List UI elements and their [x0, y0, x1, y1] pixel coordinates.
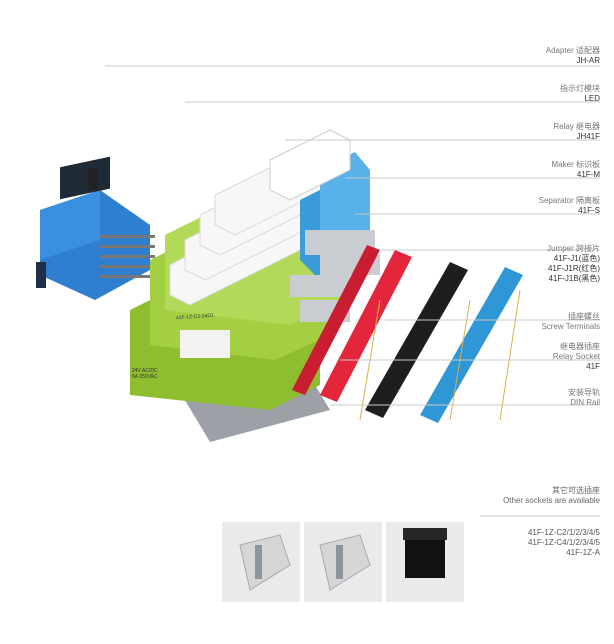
- label-maker-model: 41F-M: [576, 170, 600, 179]
- socket-rating: 24V AC/DC 6A 250VAC: [132, 368, 158, 380]
- adapter-illustration: [36, 156, 155, 300]
- label-separator-name: Separator 隔离板: [538, 196, 600, 205]
- label-maker-name: Maker 标识板: [551, 160, 600, 169]
- label-relay-socket: 继电器插座 Relay Socket 41F: [553, 342, 600, 372]
- label-relay: Relay 继电器 JH41F: [553, 122, 600, 142]
- label-led: 指示灯模块 LED: [560, 84, 600, 104]
- label-relay-socket-model: 41F: [586, 362, 600, 371]
- label-relay-model: JH41F: [576, 132, 600, 141]
- other-sockets-en: Other sockets are available: [503, 496, 600, 505]
- leader-lines: [105, 65, 600, 517]
- socket-rating-voltage: 24V AC/DC: [132, 368, 158, 374]
- label-din-rail: 安装导轨 DIN Rail: [568, 388, 600, 408]
- label-separator: Separator 隔离板 41F-S: [539, 196, 600, 216]
- other-socket-model-2: 41F-1Z-C4/1/2/3/4/5: [527, 538, 600, 547]
- other-socket-model-3: 41F-1Z-A: [566, 548, 600, 557]
- label-screw-terminals: 插座螺丝 Screw Terminals: [541, 312, 600, 332]
- other-socket-model-1: 41F-1Z-C2/1/2/3/4/5: [527, 528, 600, 537]
- label-din-rail-cn: 安装导轨: [568, 388, 600, 397]
- label-led-model: LED: [584, 94, 600, 103]
- label-relay-socket-cn: 继电器插座: [560, 342, 600, 351]
- other-sockets-cn: 其它可选插座: [552, 486, 600, 495]
- jumpers-illustration: [292, 245, 523, 423]
- label-jumper-model-black: 41F-J1B(黑色): [548, 274, 600, 283]
- label-maker: Maker 标识板 41F-M: [552, 160, 600, 180]
- label-relay-socket-en: Relay Socket: [552, 352, 600, 361]
- label-adapter-name: Adapter 适配器: [545, 46, 600, 55]
- other-sockets-note: 其它可选插座 Other sockets are available: [503, 486, 600, 506]
- label-led-name: 指示灯模块: [560, 84, 600, 93]
- label-relay-name: Relay 继电器: [553, 122, 600, 131]
- label-separator-model: 41F-S: [578, 206, 600, 215]
- label-jumper: Jumper 跨接片 41F-J1(蓝色) 41F-J1R(红色) 41F-J1…: [547, 244, 600, 284]
- label-adapter-model: JH-AR: [576, 56, 600, 65]
- label-jumper-name: Jumper 跨接片: [547, 244, 600, 253]
- label-jumper-model-blue: 41F-J1(蓝色): [553, 254, 600, 263]
- label-jumper-model-red: 41F-J1R(红色): [547, 264, 600, 273]
- label-din-rail-en: DIN Rail: [570, 398, 600, 407]
- other-sockets-models: 41F-1Z-C2/1/2/3/4/5 41F-1Z-C4/1/2/3/4/5 …: [528, 528, 600, 558]
- label-screw-terminals-en: Screw Terminals: [541, 322, 600, 331]
- label-adapter: Adapter 适配器 JH-AR: [546, 46, 600, 66]
- socket-rating-current: 6A 250VAC: [132, 374, 158, 380]
- label-screw-terminals-cn: 插座螺丝: [568, 312, 600, 321]
